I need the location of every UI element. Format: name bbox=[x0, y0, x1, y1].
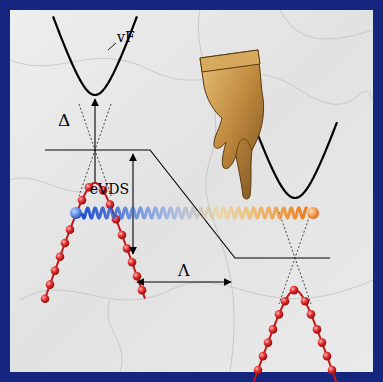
band-bead bbox=[56, 252, 65, 261]
band-bead bbox=[51, 266, 60, 275]
band-bead bbox=[46, 280, 55, 289]
band-bead bbox=[133, 272, 142, 281]
conduction-band bbox=[53, 16, 137, 95]
band-bead bbox=[269, 325, 278, 334]
band-bead bbox=[301, 297, 310, 306]
band-bead bbox=[328, 366, 337, 375]
bias-label: eVDS bbox=[90, 182, 129, 196]
band-bead bbox=[275, 310, 284, 319]
pointing-hand bbox=[200, 50, 264, 199]
band-bead bbox=[290, 286, 299, 295]
band-bead bbox=[128, 258, 137, 267]
band-bead bbox=[254, 366, 263, 375]
band-bead bbox=[259, 352, 268, 361]
band-bead bbox=[281, 297, 290, 306]
band-bead bbox=[78, 196, 87, 205]
band-bead bbox=[66, 225, 75, 234]
fermi-velocity-label: vF bbox=[117, 30, 135, 44]
marble-veins bbox=[10, 10, 373, 372]
band-bead bbox=[123, 244, 132, 253]
band-bead bbox=[318, 338, 327, 347]
band-bead bbox=[313, 325, 322, 334]
band-bead bbox=[307, 310, 316, 319]
band-bead bbox=[264, 338, 273, 347]
valence-band bbox=[245, 290, 345, 382]
conduction-band bbox=[253, 122, 337, 198]
band-bead bbox=[61, 239, 70, 248]
band-bead bbox=[118, 231, 127, 240]
energy-lines bbox=[45, 43, 330, 282]
marble-ground bbox=[10, 10, 373, 372]
band-curves bbox=[41, 16, 345, 382]
electron-ball bbox=[307, 207, 319, 219]
length-label: Λ bbox=[178, 263, 190, 279]
band-bead bbox=[138, 286, 147, 295]
band-bead bbox=[323, 352, 332, 361]
tunneling-wave bbox=[82, 208, 307, 218]
electron-ball bbox=[70, 207, 82, 219]
valence-band bbox=[45, 183, 145, 299]
band-bead bbox=[41, 294, 50, 303]
gap-label: Δ bbox=[58, 112, 70, 129]
